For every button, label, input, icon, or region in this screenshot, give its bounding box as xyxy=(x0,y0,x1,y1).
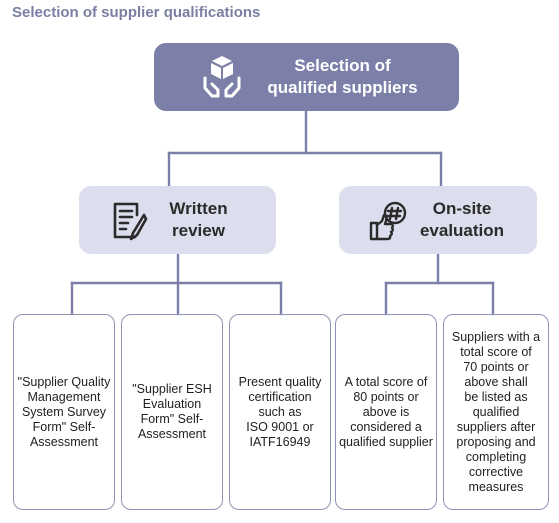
leaf-text-line: Suppliers with a xyxy=(451,329,541,344)
leaf-text-line: Form" Self- xyxy=(140,412,204,426)
leaf-text-line: above is xyxy=(362,404,410,419)
leaf-text-line: ISO 9001 or xyxy=(246,419,314,434)
leaf-text-line: "Supplier ESH xyxy=(132,382,212,396)
leaf-score-80-qualified: A total score of 80 points or above is c… xyxy=(335,314,437,510)
leaf-quality-survey-form: "Supplier Quality Management System Surv… xyxy=(13,314,115,510)
leaf-text-line: corrective xyxy=(468,464,524,479)
leaf-text-line: above shall xyxy=(464,374,528,389)
root-label-line: qualified suppliers xyxy=(267,78,418,97)
branch-node-written-review: Written review xyxy=(79,186,276,254)
hands-box-icon xyxy=(203,56,241,98)
leaf-text-line: proposing and xyxy=(456,434,536,449)
leaf-text-line: such as xyxy=(258,404,302,419)
branch-label-line: review xyxy=(172,221,225,240)
leaf-text-line: Management xyxy=(27,389,101,404)
branch-label-line: On-site xyxy=(432,199,492,218)
root-label-line: Selection of xyxy=(294,56,391,75)
branch-node-onsite-evaluation: On-site evaluation xyxy=(339,186,537,254)
leaf-quality-certification: Present quality certification such as IS… xyxy=(229,314,331,510)
leaf-text-line: qualified supplier xyxy=(339,434,433,449)
thumbs-up-hashtag-icon xyxy=(369,201,407,241)
branch-label: On-site evaluation xyxy=(409,186,515,254)
branch-label-line: evaluation xyxy=(419,221,505,240)
leaf-text-line: A total score of xyxy=(344,374,428,389)
branch-label: Written review xyxy=(151,186,246,254)
leaf-text-line: completing xyxy=(465,449,527,464)
leaf-text-line: IATF16949 xyxy=(249,434,311,449)
leaf-text-line: qualified xyxy=(472,404,520,419)
leaf-text-line: Present quality xyxy=(238,374,322,389)
leaf-text-line: Assessment xyxy=(137,427,207,441)
leaf-text-line: measures xyxy=(468,479,524,494)
branch-label-line: Written xyxy=(169,199,228,218)
page-title: Selection of supplier qualifications xyxy=(12,4,261,21)
leaf-score-70-corrective-measures: Suppliers with a total score of 70 point… xyxy=(443,314,549,510)
leaf-text-line: 80 points or xyxy=(353,389,419,404)
leaf-text-line: considered a xyxy=(350,419,422,434)
root-node-qualified-suppliers: Selection of qualified suppliers xyxy=(154,43,459,111)
leaf-text-line: Form" Self- xyxy=(32,419,96,434)
leaf-text-line: "Supplier Quality xyxy=(17,374,111,389)
leaf-text-line: Assessment xyxy=(29,434,99,449)
leaf-text-line: Evaluation xyxy=(142,397,202,411)
leaf-text-line: be listed as xyxy=(464,389,528,404)
root-node-label: Selection of qualified suppliers xyxy=(244,43,441,111)
leaf-text-line: certification xyxy=(248,389,312,404)
leaf-text-line: 70 points or xyxy=(463,359,529,374)
document-pen-icon xyxy=(113,202,148,241)
leaf-text-line: System Survey xyxy=(21,404,107,419)
leaf-text-line: total score of xyxy=(460,344,532,359)
leaf-text-line: suppliers after xyxy=(456,419,536,434)
leaf-esh-evaluation-form: "Supplier ESH Evaluation Form" Self- Ass… xyxy=(121,314,223,510)
